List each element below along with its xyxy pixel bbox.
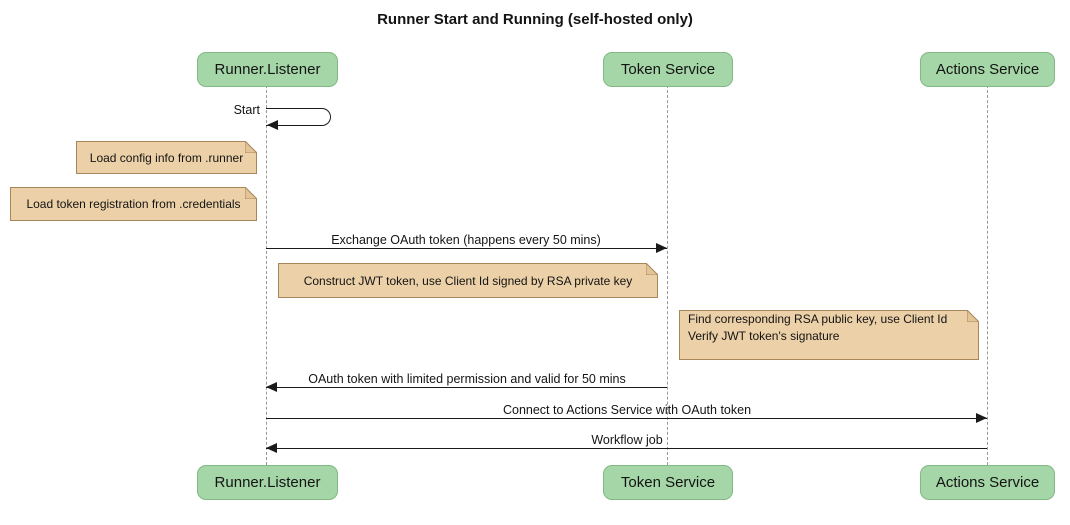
actor-label: Token Service [620,61,716,78]
actor-label: Actions Service [935,61,1040,78]
note-load-token-registration: Load token registration from .credential… [10,187,257,221]
actor-runner-listener-top: Runner.Listener [197,52,338,87]
actor-actions-service-top: Actions Service [920,52,1055,87]
message-start-loop [266,108,331,126]
arrowhead-left-icon [267,120,278,130]
note-construct-jwt: Construct JWT token, use Client Id signe… [278,263,658,298]
message-workflow-job-line [266,448,987,449]
note-text: Load token registration from .credential… [26,197,241,211]
arrowhead-left-icon [266,443,277,453]
actor-label: Actions Service [935,474,1040,491]
message-exchange-oauth-line [266,248,667,249]
lifeline-token-service [667,85,668,465]
actor-token-service-top: Token Service [603,52,733,87]
lifeline-runner-listener [266,85,267,465]
note-text: Construct JWT token, use Client Id signe… [303,273,633,288]
actor-actions-service-bottom: Actions Service [920,465,1055,500]
arrowhead-right-icon [976,413,987,423]
lifeline-actions-service [987,85,988,465]
actor-label: Token Service [620,474,716,491]
arrowhead-right-icon [656,243,667,253]
note-fold-icon [245,187,257,199]
note-fold-icon [646,263,658,275]
actor-label: Runner.Listener [214,61,321,78]
note-fold-icon [245,141,257,153]
message-exchange-oauth-label: Exchange OAuth token (happens every 50 m… [331,233,601,247]
note-text-line1: Find corresponding RSA public key, use C… [688,312,948,326]
actor-label: Runner.Listener [214,474,321,491]
note-find-rsa-key: Find corresponding RSA public key, use C… [679,310,979,360]
actor-token-service-bottom: Token Service [603,465,733,500]
note-fold-icon [967,310,979,322]
message-workflow-job-label: Workflow job [591,433,663,447]
actor-runner-listener-bottom: Runner.Listener [197,465,338,500]
note-text-line2: Verify JWT token's signature [688,329,840,344]
message-connect-line [266,418,987,419]
arrowhead-left-icon [266,382,277,392]
message-oauth-return-label: OAuth token with limited permission and … [308,372,626,386]
note-text: Load config info from .runner [89,150,244,165]
diagram-title: Runner Start and Running (self-hosted on… [377,11,693,28]
message-start-label: Start [233,103,260,117]
message-connect-label: Connect to Actions Service with OAuth to… [502,403,752,417]
message-oauth-return-line [266,387,667,388]
note-load-config: Load config info from .runner [76,141,257,174]
